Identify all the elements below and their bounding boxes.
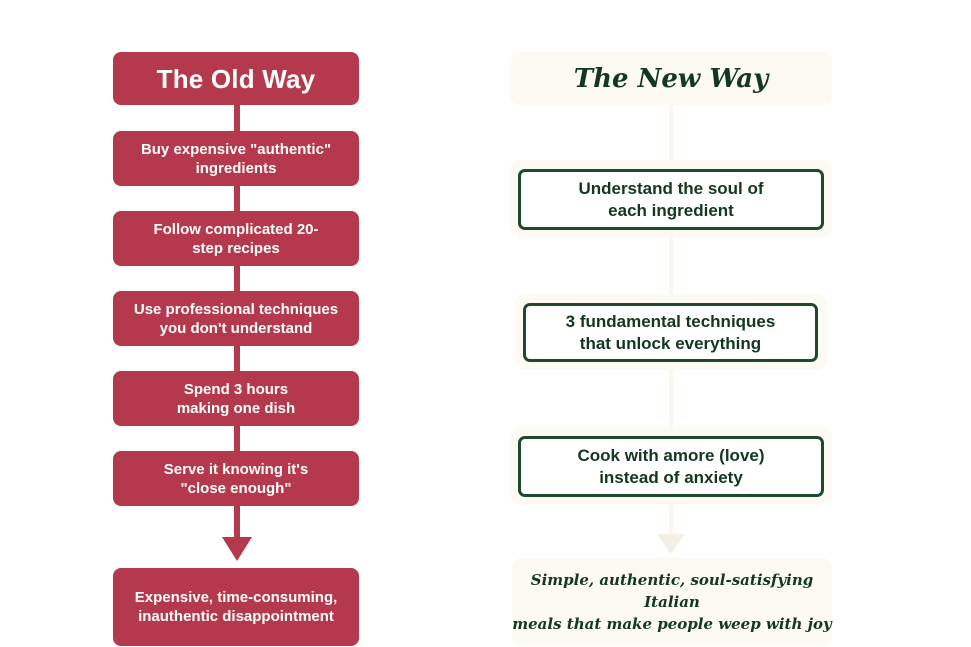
old-way-step-5: Serve it knowing it's "close enough" xyxy=(113,451,359,506)
old-way-result: Expensive, time-consuming, inauthentic d… xyxy=(113,568,359,646)
new-way-arrowhead xyxy=(657,534,685,554)
new-way-step-2: 3 fundamental techniques that unlock eve… xyxy=(523,303,818,362)
old-way-step-2: Follow complicated 20- step recipes xyxy=(113,211,359,266)
old-way-step-3: Use professional techniques you don't un… xyxy=(113,291,359,346)
new-way-step-1: Understand the soul of each ingredient xyxy=(518,169,824,230)
new-way-title: The New Way xyxy=(510,52,832,105)
new-way-result: Simple, authentic, soul-satisfying Itali… xyxy=(512,558,832,646)
new-way-step-3: Cook with amore (love) instead of anxiet… xyxy=(518,436,824,497)
old-way-step-1: Buy expensive "authentic" ingredients xyxy=(113,131,359,186)
old-way-arrowhead xyxy=(222,537,252,561)
old-way-title: The Old Way xyxy=(113,52,359,105)
old-way-step-4: Spend 3 hours making one dish xyxy=(113,371,359,426)
